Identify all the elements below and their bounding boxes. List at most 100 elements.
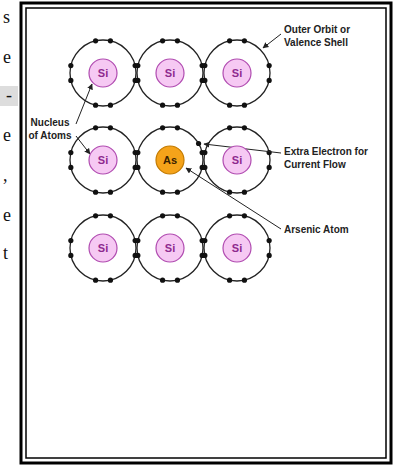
cropped-text: t (3, 244, 8, 264)
valence-orbit (137, 127, 203, 193)
nucleus-circle (89, 146, 117, 174)
valence-orbit (204, 40, 270, 106)
electron-dot (267, 238, 272, 243)
electron-dot (242, 125, 247, 130)
element-symbol: Si (98, 243, 108, 254)
cropped-text: e (3, 126, 11, 146)
electron-dot (160, 190, 165, 195)
electron-dot (160, 38, 165, 43)
element-symbol: Si (232, 68, 242, 79)
electron-dot (175, 125, 180, 130)
valence-orbit (70, 127, 136, 193)
nucleus-circle (156, 234, 184, 262)
cropped-text: , (3, 166, 8, 186)
valence-orbit (70, 40, 136, 106)
cropped-text: - (0, 86, 18, 106)
electron-dot (202, 150, 207, 155)
electron-dot (202, 165, 207, 170)
electron-dot (242, 278, 247, 283)
leader-line (186, 168, 281, 229)
extra-electron (196, 141, 201, 146)
electron-dot (202, 253, 207, 258)
electron-dot (68, 253, 73, 258)
electron-dot (93, 103, 98, 108)
electron-dot (68, 63, 73, 68)
silicon-nucleus: Si (222, 233, 252, 263)
valence-orbit (137, 215, 203, 281)
electron-dot (108, 213, 113, 218)
electron-dot (108, 38, 113, 43)
electron-dot (175, 190, 180, 195)
silicon-nucleus: Si (222, 145, 252, 175)
electron-dot (175, 38, 180, 43)
silicon-nucleus: Si (88, 145, 118, 175)
callout-label: Outer Orbit or Valence Shell (284, 24, 384, 49)
electron-dot (135, 238, 140, 243)
element-symbol: As (163, 155, 177, 166)
valence-orbit (204, 215, 270, 281)
electron-dot (135, 78, 140, 83)
element-symbol: Si (98, 155, 108, 166)
electron-dot (93, 278, 98, 283)
nucleus-circle (89, 234, 117, 262)
electron-dot (93, 213, 98, 218)
electron-dot (108, 190, 113, 195)
electron-dot (227, 213, 232, 218)
nucleus-circle (89, 59, 117, 87)
electron-dot (135, 63, 140, 68)
electron-dot (202, 238, 207, 243)
leader-line (76, 84, 92, 124)
electron-dot (160, 278, 165, 283)
silicon-nucleus: Si (155, 233, 185, 263)
silicon-nucleus: Si (155, 58, 185, 88)
electron-dot (108, 103, 113, 108)
arsenic-nucleus: As (155, 145, 185, 175)
electron-dot (93, 38, 98, 43)
nucleus-circle (223, 146, 251, 174)
electron-dot (160, 213, 165, 218)
leader-line (263, 34, 281, 48)
cropped-text: e (3, 48, 11, 68)
electron-dot (242, 38, 247, 43)
valence-orbit (137, 40, 203, 106)
electron-dot (202, 78, 207, 83)
electron-dot (227, 38, 232, 43)
electron-dot (93, 190, 98, 195)
valence-orbit (204, 127, 270, 193)
electron-dot (175, 103, 180, 108)
electron-dot (267, 63, 272, 68)
electron-dot (175, 278, 180, 283)
electron-dot (242, 103, 247, 108)
electron-dot (267, 165, 272, 170)
electron-dot (68, 78, 73, 83)
callout-label: Arsenic Atom (284, 224, 384, 237)
electron-dot (93, 125, 98, 130)
electron-dot (160, 125, 165, 130)
electron-dot (108, 125, 113, 130)
electron-dot (227, 190, 232, 195)
inner-frame (26, 8, 386, 458)
electron-dot (202, 63, 207, 68)
element-symbol: Si (165, 243, 175, 254)
cropped-text: s (3, 8, 10, 28)
electron-dot (267, 150, 272, 155)
outer-frame (21, 3, 391, 463)
cropped-text: e (3, 206, 11, 226)
electron-dot (242, 190, 247, 195)
electron-dot (175, 213, 180, 218)
electron-dot (68, 150, 73, 155)
electron-dot (242, 213, 247, 218)
nucleus-circle (156, 59, 184, 87)
electron-dot (160, 103, 165, 108)
electron-dot (227, 278, 232, 283)
electron-dot (68, 165, 73, 170)
electron-dot (108, 278, 113, 283)
callout-label: Nucleus of Atoms (25, 117, 75, 142)
callout-label: Extra Electron for Current Flow (284, 146, 384, 171)
silicon-nucleus: Si (88, 58, 118, 88)
nucleus-circle (223, 59, 251, 87)
silicon-nucleus: Si (88, 233, 118, 263)
electron-dot (227, 125, 232, 130)
electron-dot (135, 253, 140, 258)
